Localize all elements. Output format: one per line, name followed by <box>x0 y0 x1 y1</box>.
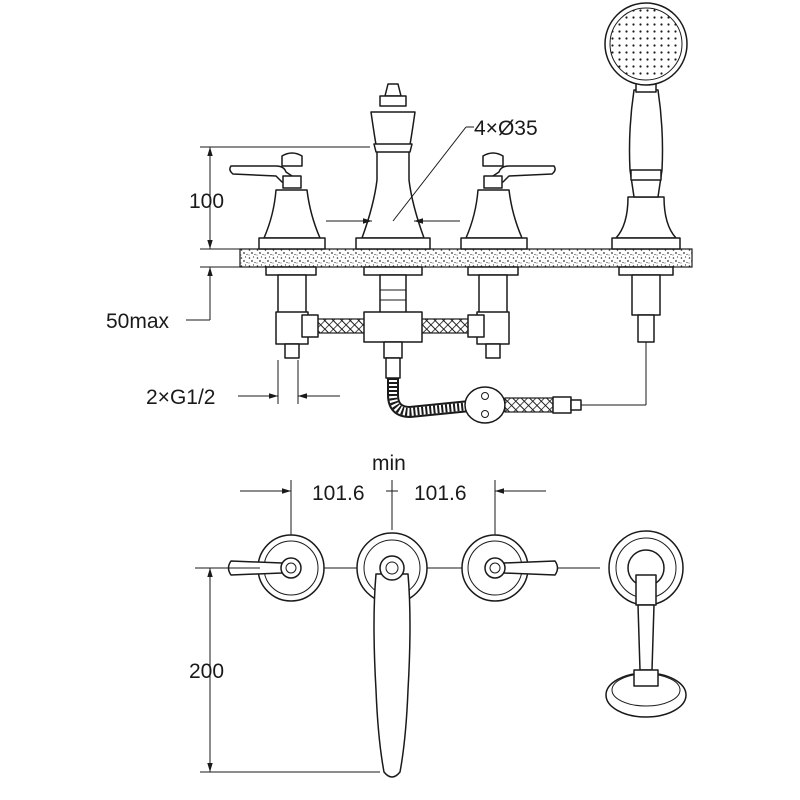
left-valve <box>229 152 326 359</box>
dimension-deck-50max: 50max <box>106 266 240 333</box>
front-elevation-view: 100 50max 4×Ø35 2×G1/2 <box>106 2 693 424</box>
dim-label-min: min <box>372 452 406 475</box>
hand-shower-assembly <box>604 2 688 343</box>
spout-plan <box>356 532 428 778</box>
dimension-height-100: 100 <box>189 146 370 250</box>
dim-label-spacing-left: 101.6 <box>312 482 365 505</box>
dimension-spacing: min 101.6 101.6 <box>240 452 546 535</box>
under-deck-piping <box>301 311 647 424</box>
deck-slab <box>239 248 693 268</box>
dim-label-200: 200 <box>189 660 224 683</box>
right-valve <box>460 152 556 359</box>
right-valve-plan <box>461 534 559 602</box>
dimension-connection: 2×G1/2 <box>146 360 340 409</box>
plan-view: min 101.6 101.6 200 <box>189 452 687 778</box>
dim-label-connection: 2×G1/2 <box>146 386 215 409</box>
hand-shower-plan <box>605 530 687 718</box>
dim-label-50max: 50max <box>106 310 170 333</box>
dim-label-diameter: 4×Ø35 <box>474 117 538 140</box>
dimension-hole-diameter: 4×Ø35 <box>326 117 538 224</box>
center-spout <box>355 83 431 316</box>
left-valve-plan <box>227 534 325 602</box>
dimension-reach-200: 200 <box>189 567 380 773</box>
dim-label-100: 100 <box>189 190 224 213</box>
dim-label-spacing-right: 101.6 <box>414 482 467 505</box>
